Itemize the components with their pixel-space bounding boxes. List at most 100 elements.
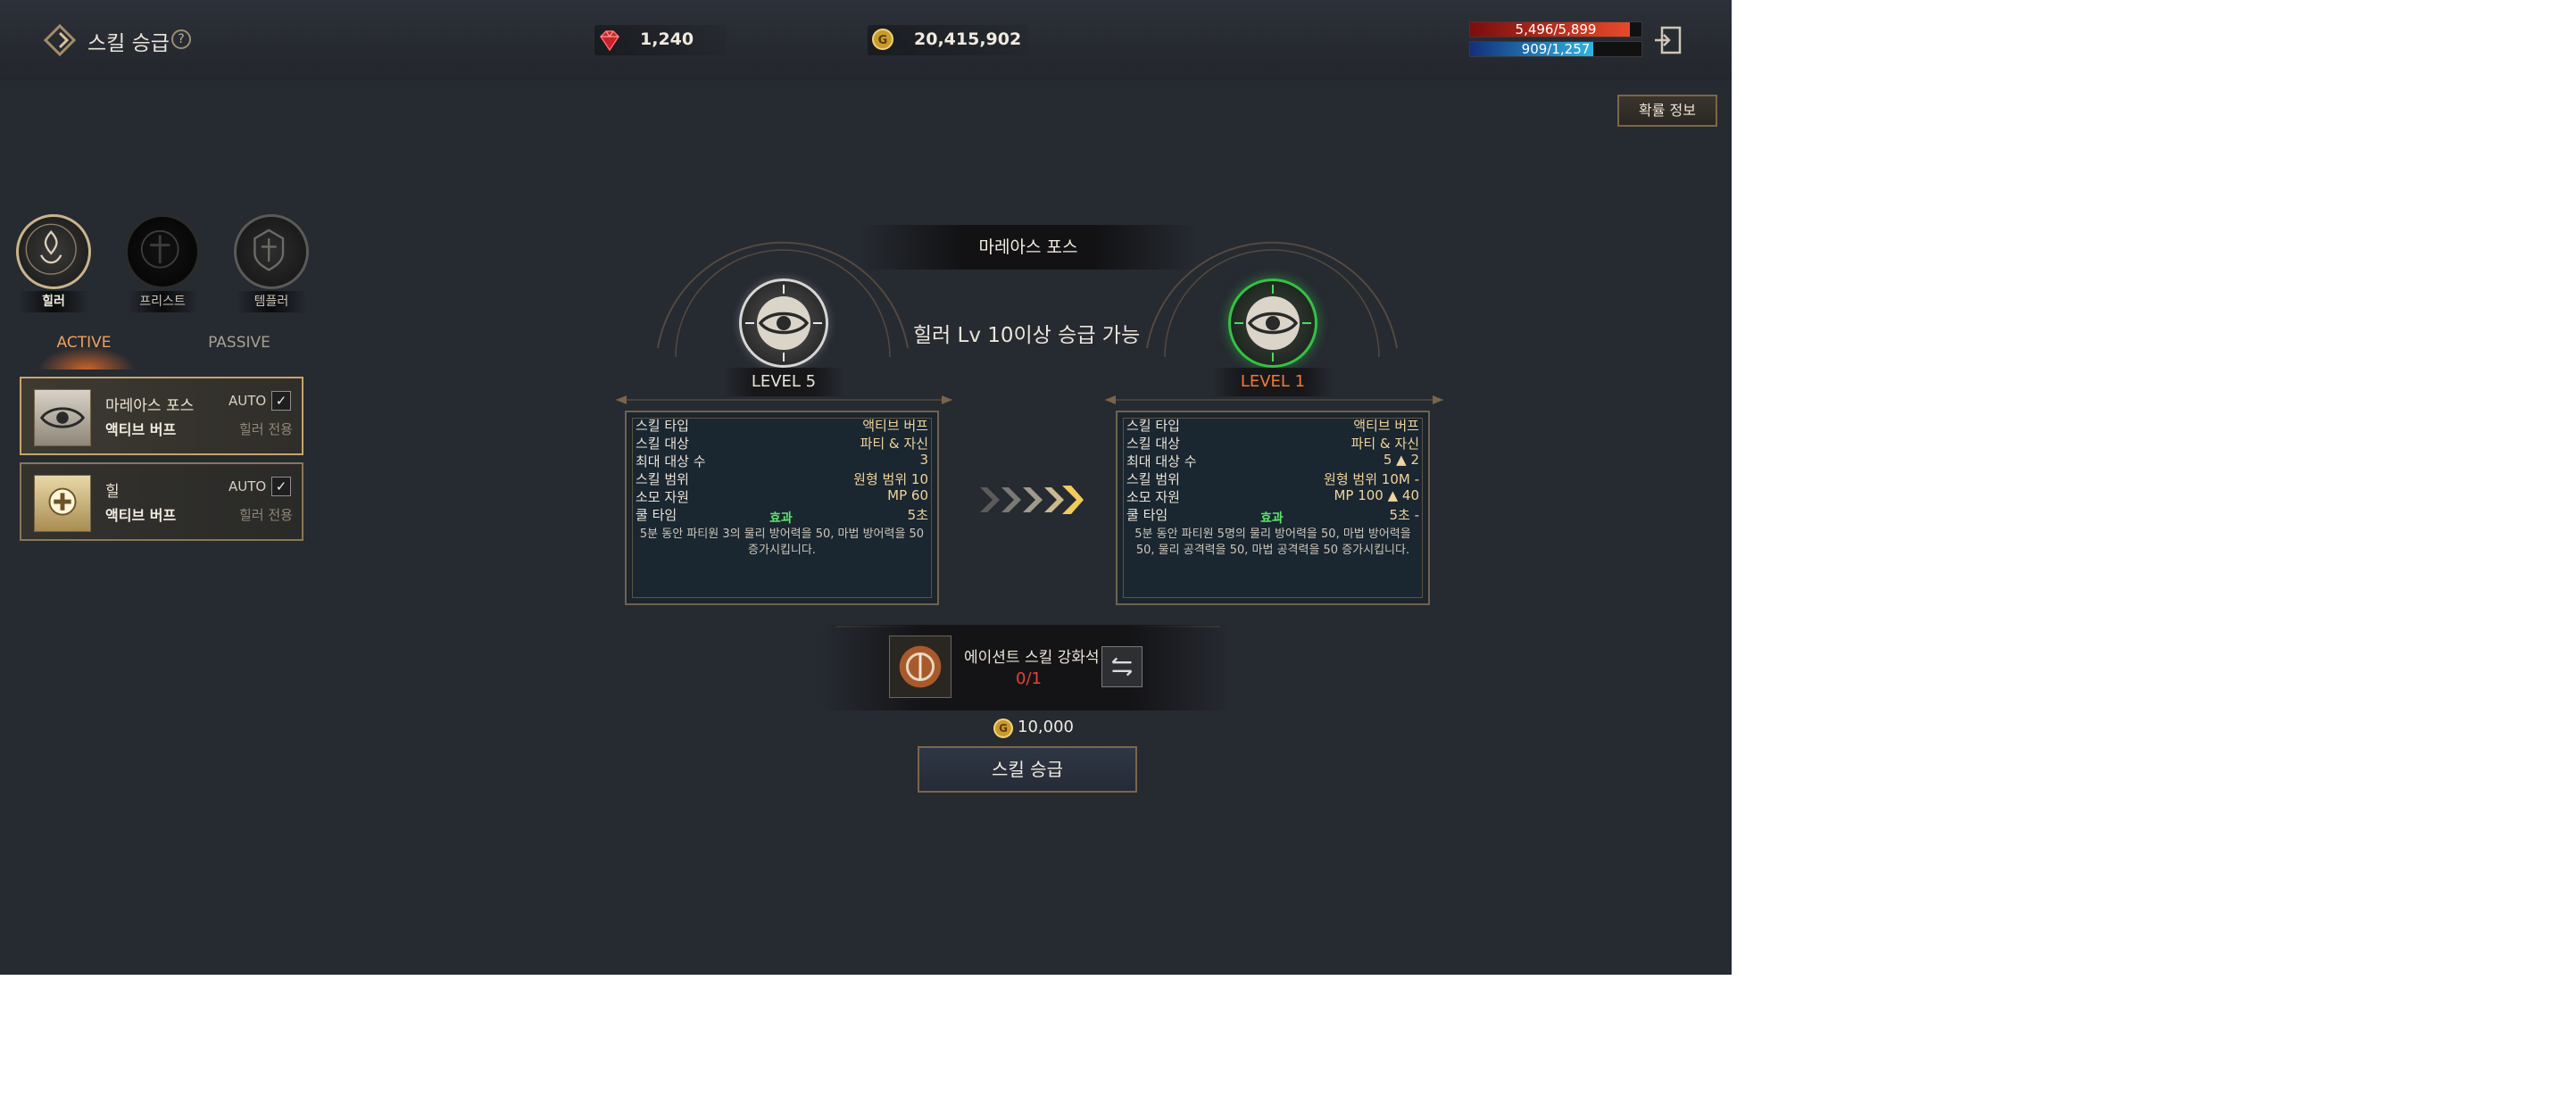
current-level: LEVEL 5 bbox=[723, 368, 844, 396]
stat-value: 파티 & 자신 bbox=[860, 436, 928, 452]
game-screen: 스킬 승급 ? 1,240 G 20,415,902 5,496/5,899 9… bbox=[0, 0, 1732, 975]
stat-value: MP 60 bbox=[887, 487, 928, 503]
stat-row: 스킬 타입 액티브 버프 bbox=[632, 416, 932, 434]
stat-value: 원형 범위 10M - bbox=[1324, 471, 1419, 487]
class-label-templar: 템플러 bbox=[237, 291, 306, 312]
skill-description: 5분 동안 파티원 3의 물리 방어력을 50, 마법 방어력을 50 증가시킵… bbox=[639, 528, 925, 557]
eye-skill-icon bbox=[1234, 285, 1311, 361]
templar-emblem-icon bbox=[253, 228, 285, 271]
class-only-label: 힐러 전용 bbox=[239, 421, 293, 437]
stat-label: 스킬 타입 bbox=[636, 418, 689, 434]
class-templar[interactable] bbox=[234, 214, 309, 289]
stat-label: 소모 자원 bbox=[1126, 489, 1180, 505]
mp-bar: 909/1,257 bbox=[1469, 41, 1642, 57]
ancient-stone-icon[interactable] bbox=[889, 636, 951, 698]
skill-card-mareas-force[interactable]: 마레아스 포스 액티브 버프 AUTO ✓ 힐러 전용 bbox=[20, 377, 303, 455]
stat-value: 5초 - bbox=[1389, 507, 1419, 523]
tab-active-glow bbox=[37, 346, 136, 370]
material-count: 0/1 bbox=[1016, 669, 1042, 688]
stat-label: 쿨 타임 bbox=[636, 507, 677, 523]
stat-label: 스킬 타입 bbox=[1126, 418, 1180, 434]
svg-text:G: G bbox=[999, 722, 1008, 735]
stat-value: 액티브 버프 bbox=[1353, 418, 1419, 434]
current-skill-icon-frame bbox=[739, 278, 828, 368]
stat-row: 소모 자원 MP 60 bbox=[632, 487, 932, 505]
stat-row: 쿨 타임 5초 - bbox=[1123, 505, 1423, 523]
hp-bar: 5,496/5,899 bbox=[1469, 21, 1642, 37]
class-only-label: 힐러 전용 bbox=[239, 507, 293, 523]
class-label-healer: 힐러 bbox=[19, 291, 88, 312]
material-bar bbox=[821, 625, 1232, 710]
panel-inner bbox=[632, 418, 932, 598]
effect-label: 효과 bbox=[1260, 511, 1284, 526]
eye-skill-icon bbox=[34, 389, 91, 446]
tab-passive[interactable]: PASSIVE bbox=[208, 334, 270, 352]
stat-label: 스킬 범위 bbox=[1126, 471, 1180, 487]
heal-cross-icon bbox=[34, 475, 91, 532]
class-label-priest: 프리스트 bbox=[128, 291, 197, 312]
gold-currency bbox=[868, 25, 1028, 55]
skill-upgrade-icon bbox=[43, 23, 77, 57]
ruby-gem-icon bbox=[600, 30, 619, 52]
stat-label: 스킬 범위 bbox=[636, 471, 689, 487]
class-healer[interactable] bbox=[16, 214, 91, 289]
stat-row: 최대 대상 수 5 ▲ 2 bbox=[1123, 452, 1423, 469]
skill-card-heal[interactable]: 힐 액티브 버프 AUTO ✓ 힐러 전용 bbox=[20, 462, 303, 541]
stat-row: 스킬 범위 원형 범위 10M - bbox=[1123, 469, 1423, 487]
auto-checkbox[interactable]: ✓ bbox=[271, 391, 291, 411]
effect-label: 효과 bbox=[769, 511, 793, 526]
top-bar bbox=[0, 0, 1732, 80]
next-stats-panel: 스킬 타입 액티브 버프 스킬 대상 파티 & 자신 최대 대상 수 5 ▲ 2 스킬… bbox=[1116, 411, 1430, 605]
svg-text:G: G bbox=[878, 34, 888, 47]
stat-label: 쿨 타임 bbox=[1126, 507, 1168, 523]
stat-row: 스킬 타입 액티브 버프 bbox=[1123, 416, 1423, 434]
stat-row: 최대 대상 수 3 bbox=[632, 452, 932, 469]
stat-value: 3 bbox=[919, 452, 928, 468]
priest-emblem-icon bbox=[140, 229, 179, 269]
gold-coin-icon: G bbox=[993, 719, 1013, 738]
stat-value: 5 ▲ 2 bbox=[1383, 452, 1419, 468]
healer-emblem-icon bbox=[25, 223, 77, 275]
gold-count: 20,415,902 bbox=[914, 29, 1022, 49]
skill-name: 마레아스 포스 bbox=[105, 397, 195, 415]
swap-material-icon[interactable] bbox=[1101, 646, 1143, 687]
stat-label: 스킬 대상 bbox=[1126, 436, 1180, 452]
stat-value: 파티 & 자신 bbox=[1350, 436, 1419, 452]
skill-upgrade-button[interactable]: 스킬 승급 bbox=[918, 746, 1137, 793]
stat-value: 원형 범위 10 bbox=[853, 471, 928, 487]
hp-value: 5,496/5,899 bbox=[1515, 21, 1597, 37]
panel-inner bbox=[1123, 418, 1423, 598]
stat-row: 스킬 대상 파티 & 자신 bbox=[1123, 434, 1423, 452]
stat-row: 스킬 대상 파티 & 자신 bbox=[632, 434, 932, 452]
auto-label: AUTO bbox=[229, 393, 267, 409]
chevron-arrows-icon bbox=[980, 486, 1084, 514]
stat-label: 스킬 대상 bbox=[636, 436, 689, 452]
decorative-arcs bbox=[616, 241, 1443, 627]
class-priest[interactable] bbox=[125, 214, 200, 289]
stat-row: 소모 자원 MP 100 ▲ 40 bbox=[1123, 487, 1423, 505]
next-skill-icon-frame bbox=[1228, 278, 1317, 368]
next-level: LEVEL 1 bbox=[1212, 368, 1334, 396]
gold-coin-icon: G bbox=[872, 29, 893, 50]
exit-icon[interactable] bbox=[1651, 23, 1685, 57]
upgrade-requirement: 힐러 Lv 10이상 승급 가능 bbox=[912, 324, 1141, 347]
auto-label: AUTO bbox=[229, 478, 267, 494]
stat-label: 소모 자원 bbox=[636, 489, 689, 505]
stat-label: 최대 대상 수 bbox=[636, 453, 706, 469]
current-stats-panel: 스킬 타입 액티브 버프 스킬 대상 파티 & 자신 최대 대상 수 3 스킬 범위 원… bbox=[625, 411, 939, 605]
upgrade-cost: 10,000 bbox=[1018, 718, 1074, 736]
upgrade-skill-title: 마레아스 포스 bbox=[860, 225, 1196, 270]
stat-value: 액티브 버프 bbox=[862, 418, 928, 434]
eye-skill-icon bbox=[745, 285, 822, 361]
skill-type: 액티브 버프 bbox=[105, 421, 177, 438]
help-icon[interactable]: ? bbox=[171, 29, 191, 49]
mp-value: 909/1,257 bbox=[1521, 41, 1591, 57]
auto-checkbox[interactable]: ✓ bbox=[271, 477, 291, 496]
tab-active[interactable]: ACTIVE bbox=[56, 334, 112, 352]
probability-info-button[interactable]: 확률 정보 bbox=[1617, 95, 1717, 127]
stat-row: 스킬 범위 원형 범위 10 bbox=[632, 469, 932, 487]
stat-value: MP 100 ▲ 40 bbox=[1334, 487, 1419, 503]
skill-type: 액티브 버프 bbox=[105, 507, 177, 524]
stat-label: 최대 대상 수 bbox=[1126, 453, 1197, 469]
